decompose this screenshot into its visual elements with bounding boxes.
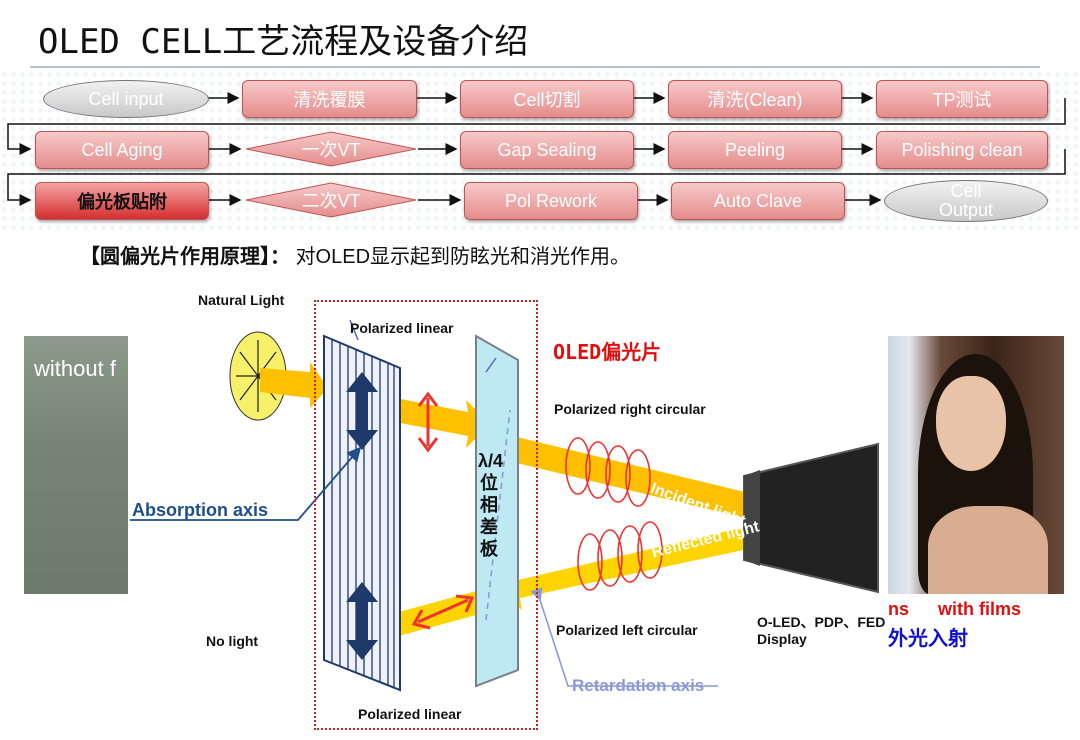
principle-colon: ： [270,246,290,268]
flow-step-clean-film: 清洗覆膜 [242,80,417,118]
flow-step-label: 一次VT [301,140,361,160]
reflected-light-beam [494,516,792,610]
retardation-axis-line [485,409,511,621]
flow-step-second-vt: 二次VT [244,182,418,218]
principle-statement: 【圆偏光片作用原理】： 对OLED显示起到防眩光和消光作用。 [80,240,630,269]
display-label-line1: O-LED、PDP、FED [757,614,886,630]
polarized-linear-bottom-label: Polarized linear [358,706,462,722]
retardation-axis-pointer [530,587,718,687]
polarized-linear-top-label: Polarized linear [350,320,454,336]
right-circular-coil-icon [565,437,651,507]
flow-step-cell-output: Cell Output [884,180,1048,222]
principle-title: 【圆偏光片作用原理】 [80,246,270,268]
page-title: OLED CELL工艺流程及设备介绍 [38,22,529,62]
polarized-left-circular-label: Polarized left circular [556,622,698,638]
display-label-line2: Display [757,631,807,647]
decision-diamond-icon [245,131,417,167]
flow-step-gap-sealing: Gap Sealing [460,131,634,169]
polarization-direction-arrow [417,391,439,453]
photo-face [936,376,1006,471]
photo-with-films [888,336,1064,594]
photo-without-films: without f [24,336,129,594]
polarized-right-circular-label: Polarized right circular [554,401,706,417]
flow-step-cell-cut: Cell切割 [460,80,634,118]
title-divider [30,66,1040,68]
flow-step-first-vt: 一次VT [244,131,418,167]
flow-step-pol-rework: Pol Rework [464,182,638,220]
external-light-label: 外光入射 [888,628,968,650]
oled-polarizer-label: OLED偏光片 [553,340,662,364]
flow-step-tp-test: TP测试 [876,80,1048,118]
no-light-label: No light [206,633,259,649]
retardation-axis-label: Retardation axis [572,676,705,695]
polarization-direction-arrow [411,594,475,630]
flow-step-cell-aging: Cell Aging [35,131,209,169]
flow-step-clean: 清洗(Clean) [668,80,842,118]
flow-step-auto-clave: Auto Clave [671,182,845,220]
oled-polarizer-outline [314,300,538,730]
flow-step-polarizer-attach: 偏光板贴附 [35,182,209,220]
cell-output-label: Cell Output [938,181,994,220]
principle-text: 对OLED显示起到防眩光和消光作用。 [295,246,631,268]
photo-without-label: without f [34,356,116,381]
flow-step-polishing-clean: Polishing clean [876,131,1048,169]
decision-diamond-icon [245,182,417,218]
absorption-axis-label: Absorption axis [132,500,269,520]
quarter-wave-plate-label: λ/4 位相差板 [478,451,504,559]
left-circular-coil-icon [577,521,663,591]
natural-light-label: Natural Light [198,292,285,308]
incident-light-beam [496,432,796,538]
oled-display-panel [743,442,879,594]
linear-polarizer [323,319,401,692]
flow-step-peeling: Peeling [668,131,842,169]
quarter-wave-plate [475,334,519,688]
absorption-axis-pointer [130,446,362,521]
films-label-left: ns [888,599,910,619]
natural-light-beam [260,362,328,408]
films-label: with films [938,599,1022,619]
flow-step-cell-input: Cell input [43,80,209,118]
photo-shoulder [928,506,1048,594]
flow-step-label: 二次VT [301,191,361,211]
